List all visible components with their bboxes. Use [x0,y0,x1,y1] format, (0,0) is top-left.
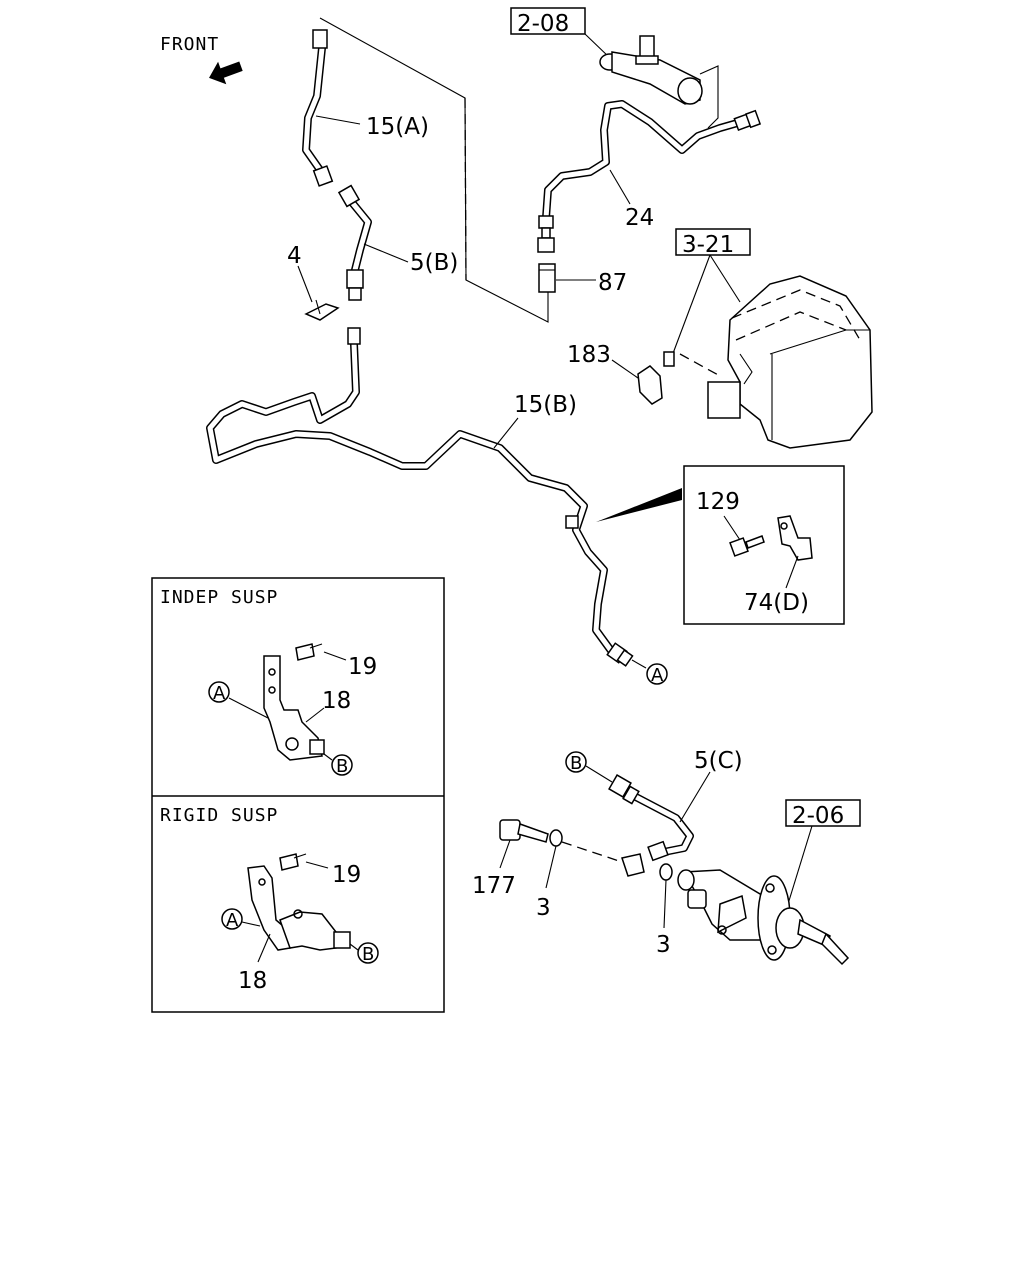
detail-box-clamp [683,465,845,625]
marker-a-rigid: A [221,908,243,931]
clamp-74d [777,515,813,561]
rigid-susp-title: RIGID SUSP [160,805,278,826]
marker-a-indep: A [208,681,230,704]
callout-129: 129 [696,489,740,515]
callout-19-rigid: 19 [332,862,361,888]
clutch-master-cylinder [599,35,719,129]
callout-87: 87 [598,270,627,296]
connector-87 [538,263,556,293]
front-label: FRONT [160,34,219,55]
hydraulic-unit-3-21 [679,275,873,449]
bracket-183 [637,351,675,405]
clutch-slave-cylinder [677,869,850,966]
height-sensor-bracket-rigid [247,853,351,951]
callout-5c: 5(C) [694,748,743,774]
svg-text:2-06: 2-06 [792,803,844,829]
callout-4: 4 [287,243,302,269]
callout-18-rigid: 18 [238,968,267,994]
washer-3-left [549,829,563,847]
svg-text:2-08: 2-08 [517,11,569,37]
callout-18-indep: 18 [322,688,351,714]
svg-text:B: B [570,753,582,774]
pipe-24 [537,100,762,253]
indep-susp-title: INDEP SUSP [160,587,278,608]
svg-text:A: A [651,665,664,686]
pipe-15b [206,327,634,667]
marker-a-main: A [646,663,668,686]
marker-b-main: B [565,751,587,774]
height-sensor-bracket-indep [263,643,325,761]
washer-3-right [659,863,673,881]
callout-74d: 74(D) [744,590,809,616]
ref-box-2-06[interactable]: 2-06 [785,799,861,829]
callout-19-indep: 19 [348,654,377,680]
callout-177: 177 [472,873,516,899]
svg-text:B: B [362,944,374,965]
marker-b-indep: B [331,754,353,777]
callout-3-right: 3 [656,932,671,958]
callout-15a: 15(A) [366,114,429,140]
callout-183: 183 [567,342,611,368]
callout-5b: 5(B) [410,250,458,276]
svg-text:A: A [213,683,226,704]
pipe-15a [302,29,334,187]
svg-text:A: A [226,910,239,931]
suspension-panel [151,577,445,1013]
bolt-177 [499,819,549,843]
svg-text:3-21: 3-21 [682,232,734,258]
ref-box-2-08[interactable]: 2-08 [510,7,586,37]
hose-5b [337,184,372,301]
marker-b-rigid: B [357,942,379,965]
detail-pointer [596,488,682,522]
svg-text:B: B [336,756,348,777]
clip-4 [304,299,340,321]
callout-15b: 15(B) [514,392,577,418]
callout-24: 24 [625,205,654,231]
bolt-129 [729,535,765,557]
callout-3-left: 3 [536,895,551,921]
ref-box-3-21[interactable]: 3-21 [675,228,751,258]
hose-5c [608,774,694,877]
front-arrow-icon [209,61,243,85]
